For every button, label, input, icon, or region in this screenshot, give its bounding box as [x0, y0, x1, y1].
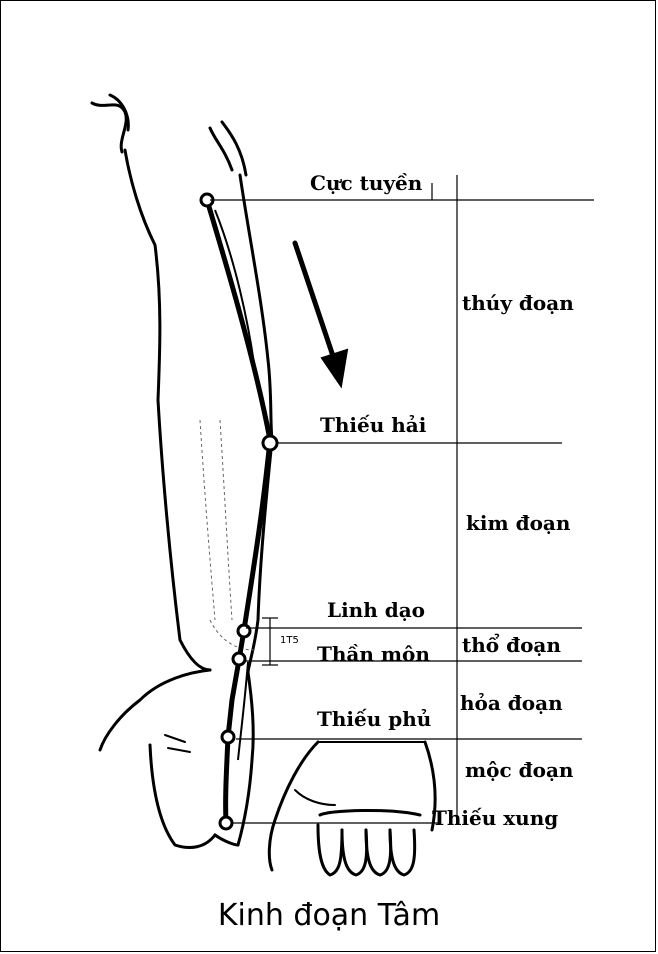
segment-hoa: hỏa đoạn	[460, 691, 563, 715]
label-than-mon: Thần môn	[317, 642, 430, 666]
direction-arrow-icon	[295, 243, 347, 386]
point-than-mon-marker	[233, 653, 245, 665]
segment-kim: kim đoạn	[466, 511, 571, 535]
segment-tho: thổ đoạn	[462, 632, 561, 657]
diagram-title: Kinh đoạn Tâm	[0, 898, 658, 933]
measure-label: 1T5	[280, 635, 299, 646]
point-thieu-xung-marker	[220, 817, 232, 829]
segment-thuy: thúy đoạn	[462, 291, 574, 315]
point-linh-dao-marker	[238, 625, 250, 637]
label-thieu-xung: Thiếu xung	[432, 806, 558, 830]
point-thieu-phu-marker	[222, 731, 234, 743]
arm-illustration	[92, 95, 272, 848]
fist-illustration	[269, 742, 435, 875]
point-thieu-hai-marker	[263, 436, 277, 450]
segment-moc: mộc đoạn	[465, 758, 574, 782]
label-linh-dao: Linh dạo	[327, 598, 425, 622]
label-thieu-hai: Thiếu hải	[320, 413, 427, 437]
label-cuc-tuyen: Cực tuyền	[310, 171, 423, 195]
label-thieu-phu: Thiếu phủ	[317, 707, 431, 731]
